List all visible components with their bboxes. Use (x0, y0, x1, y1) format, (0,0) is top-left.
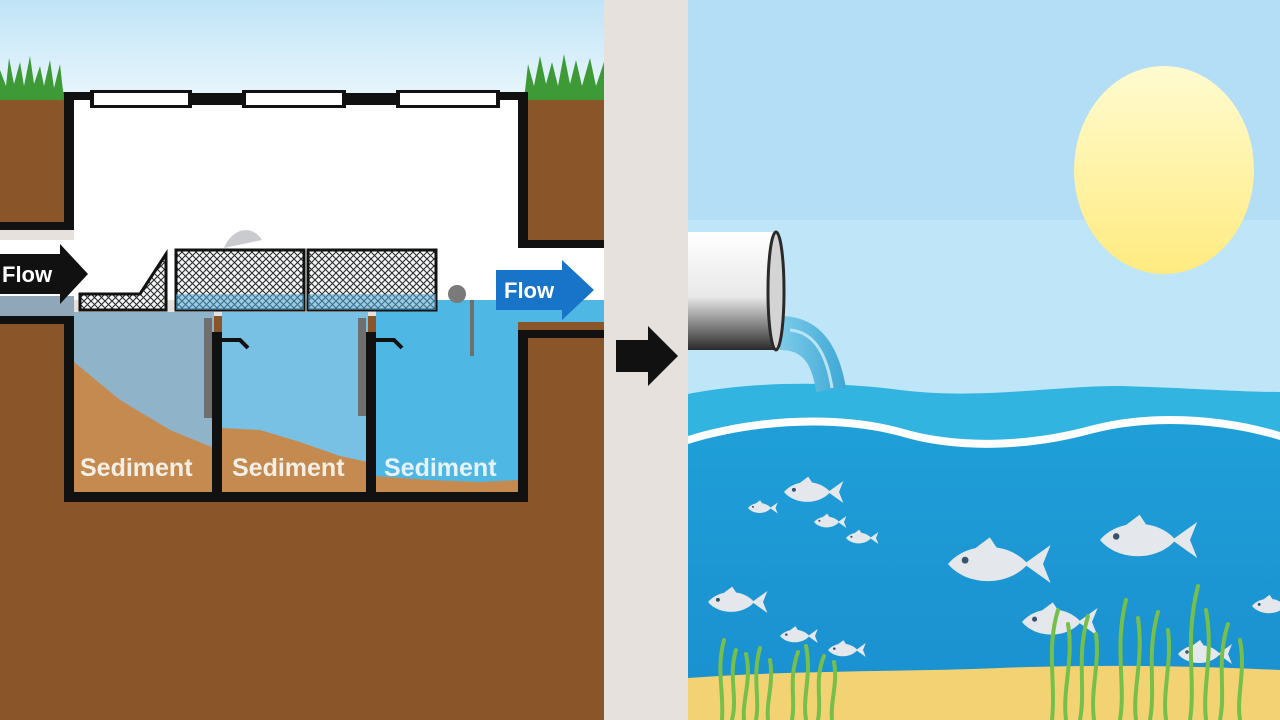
sediment-label-3: Sediment (384, 454, 497, 482)
seagrass (718, 584, 1244, 720)
flow-in-arrow: Flow (0, 244, 88, 304)
flow-out-label: Flow (504, 278, 555, 303)
surface-grate (90, 90, 500, 108)
sediment-label-1: Sediment (80, 454, 193, 482)
arrow-right-icon (496, 260, 594, 320)
stormwater-vault-panel: Flow Flow Sediment Sediment Sediment (0, 0, 604, 720)
sediment-layers (74, 362, 518, 492)
screen-baskets (78, 230, 438, 312)
flow-in-label: Flow (2, 262, 53, 287)
ocean-panel (688, 0, 1280, 720)
transition-arrow-icon (616, 326, 678, 386)
baffle-pipes (220, 338, 404, 350)
grass-left (0, 56, 64, 100)
grass-right (524, 54, 604, 100)
baffles (204, 300, 474, 418)
sediment-label-2: Sediment (232, 454, 345, 482)
arrow-right-icon (0, 244, 88, 304)
sun-icon (1074, 66, 1254, 274)
outfall-pipe-icon (688, 230, 846, 392)
vault-walls (0, 92, 604, 502)
float-valve (448, 285, 466, 303)
flow-out-arrow: Flow (496, 260, 594, 320)
